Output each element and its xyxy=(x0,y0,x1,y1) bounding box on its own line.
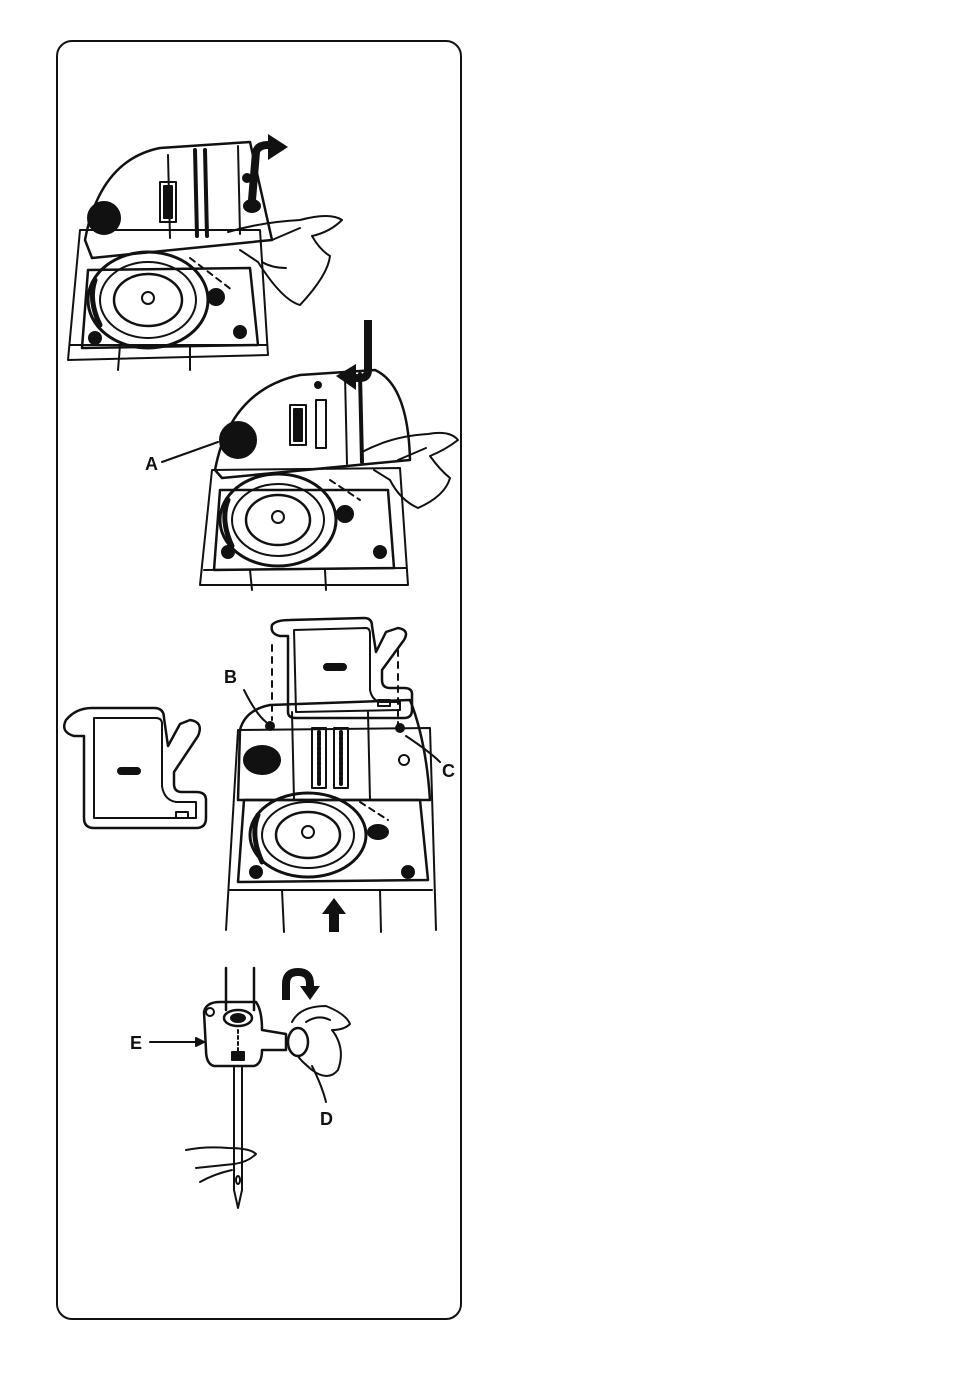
label-b: B xyxy=(224,668,237,686)
step4-change-needle xyxy=(150,968,350,1208)
step3-attach-cover-plate xyxy=(64,618,440,932)
label-d: D xyxy=(320,1110,333,1128)
lift-up-arrow-icon xyxy=(268,134,288,160)
label-a: A xyxy=(145,455,158,473)
rotate-arrow-icon xyxy=(300,986,320,1000)
up-arrow-icon xyxy=(322,898,346,914)
step2-replace-needle-plate xyxy=(162,320,458,590)
step1-remove-needle-plate xyxy=(68,134,342,370)
label-c: C xyxy=(442,762,455,780)
label-e: E xyxy=(130,1034,142,1052)
